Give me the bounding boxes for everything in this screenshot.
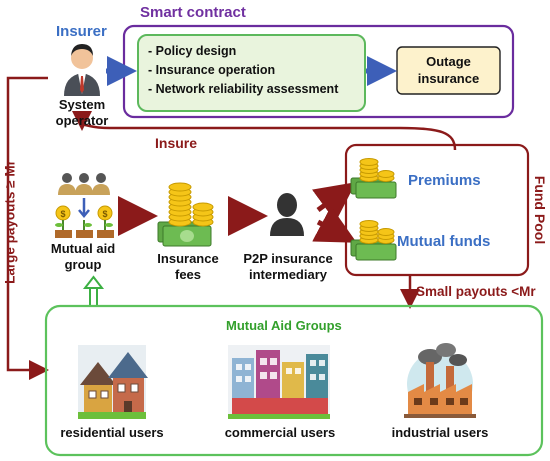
- insurance-fees-line2: fees: [174, 267, 202, 282]
- premiums-money-icon: [350, 158, 397, 199]
- mutual-aid-group-icon: $ $: [55, 173, 114, 238]
- p2p-to-funds-arrow: [312, 206, 357, 243]
- large-payouts-label: Large payouts ≥ Mr: [3, 160, 18, 284]
- mutual-aid-groups-frame: [44, 304, 544, 457]
- premiums-label: Premiums: [408, 172, 481, 189]
- outage-insurance-box: [396, 46, 501, 95]
- mutual-aid-group-label: Mutual aid group: [44, 241, 122, 273]
- factory-icon: [404, 343, 476, 418]
- outage-insurance-line2: insurance: [417, 71, 480, 86]
- policy-box: [137, 34, 366, 112]
- small-payouts-label: Small payouts <Mr: [416, 284, 536, 299]
- system-operator-line2: operator: [55, 113, 109, 128]
- industrial-users-label: industrial users: [391, 425, 489, 440]
- p2p-intermediary-icon: [270, 193, 304, 236]
- commercial-users-label: commercial users: [224, 425, 336, 440]
- p2p-line1: P2P insurance: [243, 251, 333, 266]
- mutual-aid-group-line2: group: [64, 257, 102, 272]
- insure-label: Insure: [155, 135, 198, 151]
- smart-contract-title: Smart contract: [140, 4, 246, 21]
- mutual-aid-group-line1: Mutual aid: [50, 241, 116, 256]
- mutual-aid-groups-title: Mutual Aid Groups: [226, 318, 342, 333]
- residential-users-label: residential users: [60, 425, 164, 440]
- insurer-title: Insurer: [56, 23, 107, 40]
- p2p-to-premiums-arrow: [311, 182, 357, 222]
- mutual-funds-label: Mutual funds: [397, 233, 491, 250]
- contract-items: - Policy design - Insurance operation - …: [148, 42, 338, 99]
- p2p-intermediary-label: P2P insurance intermediary: [238, 251, 338, 283]
- svg-text:$: $: [60, 209, 65, 219]
- svg-text:$: $: [102, 209, 107, 219]
- system-operator-icon: [64, 44, 100, 96]
- outage-insurance-label: Outage insurance: [397, 53, 500, 87]
- commercial-buildings-icon: [228, 345, 330, 419]
- mutual-funds-money-icon: [350, 220, 397, 261]
- p2p-line2: intermediary: [248, 267, 328, 282]
- fund-pool-text: Fund Pool: [532, 175, 548, 245]
- insurance-fees-label: Insurance fees: [148, 251, 228, 283]
- residential-houses-icon: [78, 345, 148, 419]
- money-stack-icon: [157, 182, 214, 247]
- fund-pool-title: Fund Pool: [532, 176, 548, 244]
- contract-item-policy-design: - Policy design: [148, 44, 237, 58]
- system-operator-label: System operator: [50, 97, 114, 129]
- contract-item-insurance-operation: - Insurance operation: [148, 63, 276, 77]
- green-up-arrow-head: [82, 275, 105, 289]
- large-payouts-text: Large payouts ≥ Mr: [2, 160, 18, 284]
- contract-item-reliability-assessment: - Network reliability assessment: [148, 82, 339, 96]
- large-payouts-arrow: [6, 76, 49, 380]
- insure-arrow: [72, 110, 457, 151]
- system-operator-line1: System: [58, 97, 106, 112]
- outage-insurance-line1: Outage: [426, 54, 471, 69]
- insurance-fees-line1: Insurance: [157, 251, 219, 266]
